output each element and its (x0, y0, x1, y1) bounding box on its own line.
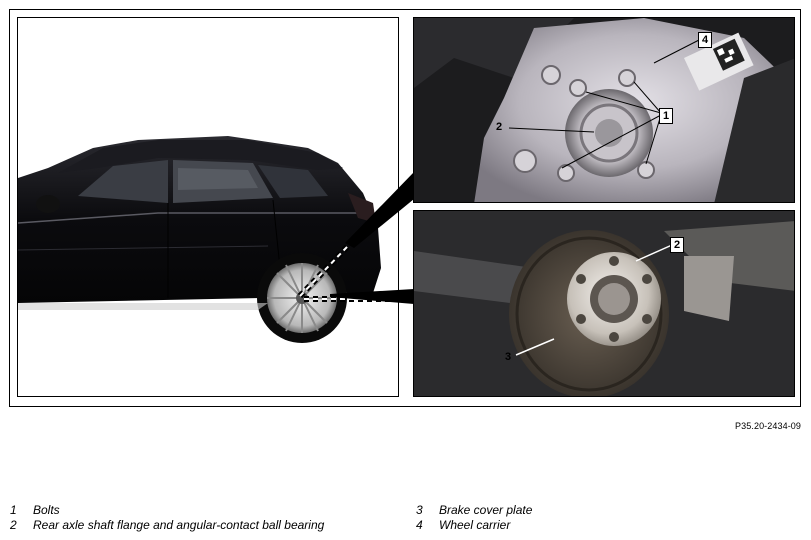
callout-3-bottom: 3 (505, 351, 512, 363)
legend-item-axle-flange: 2 Rear axle shaft flange and angular-cont… (10, 518, 324, 532)
legend-text: Rear axle shaft flange and angular-conta… (33, 518, 325, 532)
wheel-carrier-photo (414, 18, 794, 202)
legend-text: Wheel carrier (439, 518, 511, 532)
legend-item-brake-cover-plate: 3 Brake cover plate (416, 503, 532, 517)
legend-item-bolts: 1 Bolts (10, 503, 60, 517)
callout-2-top: 2 (496, 121, 503, 133)
legend-number: 1 (10, 503, 17, 517)
hub-brake-closeup-panel: 2 3 (413, 210, 795, 397)
legend-text: Brake cover plate (439, 503, 533, 517)
figure-reference-code: P35.20-2434-09 (735, 421, 801, 431)
legend-item-wheel-carrier: 4 Wheel carrier (416, 518, 510, 532)
callout-1-top: 1 (659, 108, 673, 124)
car-illustration (18, 136, 398, 343)
wheel-carrier-closeup-panel: 4 1 2 (413, 17, 795, 203)
legend-number: 2 (10, 518, 17, 532)
legend-text: Bolts (33, 503, 60, 517)
car-overview-panel (17, 17, 399, 397)
legend-number: 3 (416, 503, 423, 517)
callout-2-bottom: 2 (670, 237, 684, 253)
legend-number: 4 (416, 518, 423, 532)
callout-4-top: 4 (698, 32, 712, 48)
hub-brake-photo (414, 211, 794, 396)
